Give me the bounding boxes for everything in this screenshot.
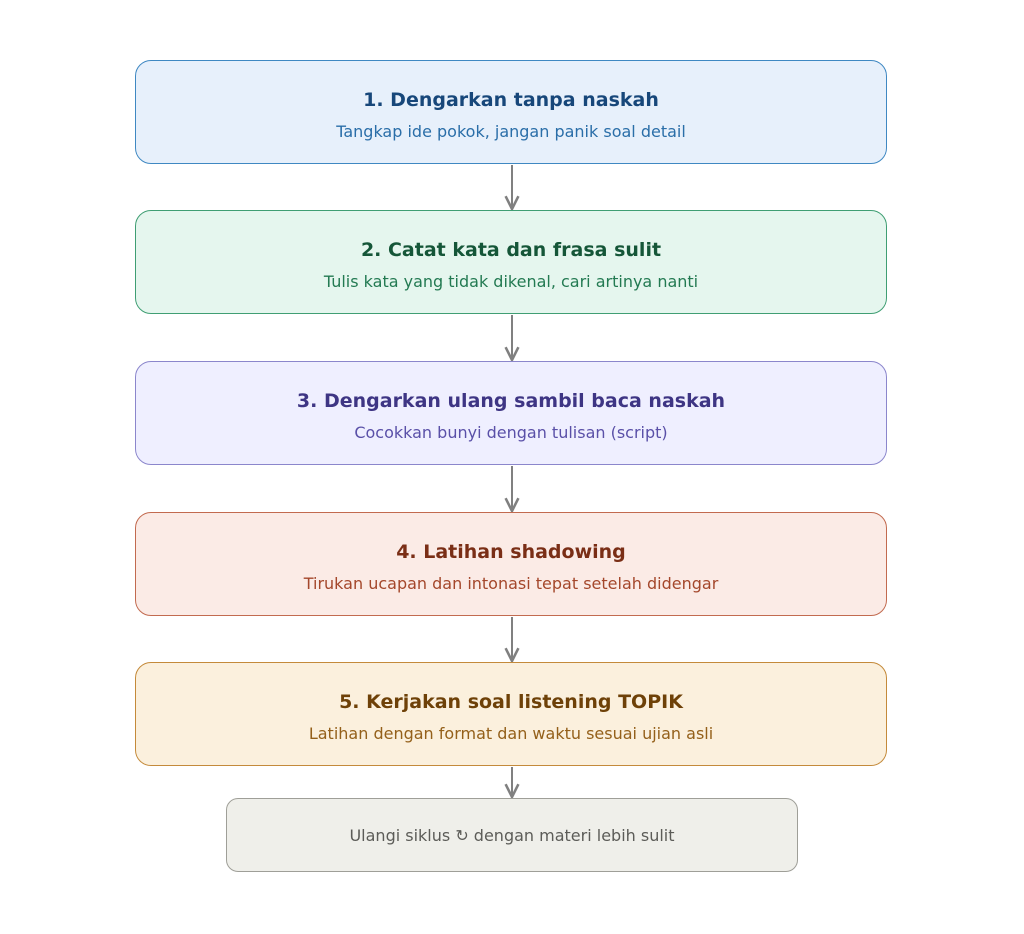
step-1-box: 1. Dengarkan tanpa naskah Tangkap ide po… (135, 60, 887, 164)
step-4-title: 4. Latihan shadowing (396, 541, 626, 563)
step-2-subtitle: Tulis kata yang tidak dikenal, cari arti… (323, 272, 699, 291)
step-1-subtitle: Tangkap ide pokok, jangan panik soal det… (336, 122, 686, 141)
step-5-subtitle: Latihan dengan format dan waktu sesuai u… (308, 724, 714, 743)
step-5-box: 5. Kerjakan soal listening TOPIK Latihan… (135, 662, 887, 766)
step-5-title: 5. Kerjakan soal listening TOPIK (339, 691, 683, 713)
step-2-title: 2. Catat kata dan frasa sulit (360, 239, 662, 261)
repeat-cycle-box: Ulangi siklus ↻ dengan materi lebih suli… (226, 798, 798, 872)
step-1-title: 1. Dengarkan tanpa naskah (363, 89, 659, 111)
step-4-subtitle: Tirukan ucapan dan intonasi tepat setela… (303, 574, 719, 593)
step-2-box: 2. Catat kata dan frasa sulit Tulis kata… (135, 210, 887, 314)
step-4-box: 4. Latihan shadowing Tirukan ucapan dan … (135, 512, 887, 616)
step-3-title: 3. Dengarkan ulang sambil baca naskah (296, 390, 726, 412)
step-3-box: 3. Dengarkan ulang sambil baca naskah Co… (135, 361, 887, 465)
step-3-subtitle: Cocokkan bunyi dengan tulisan (script) (354, 423, 668, 442)
repeat-cycle-label: Ulangi siklus ↻ dengan materi lebih suli… (349, 826, 675, 845)
